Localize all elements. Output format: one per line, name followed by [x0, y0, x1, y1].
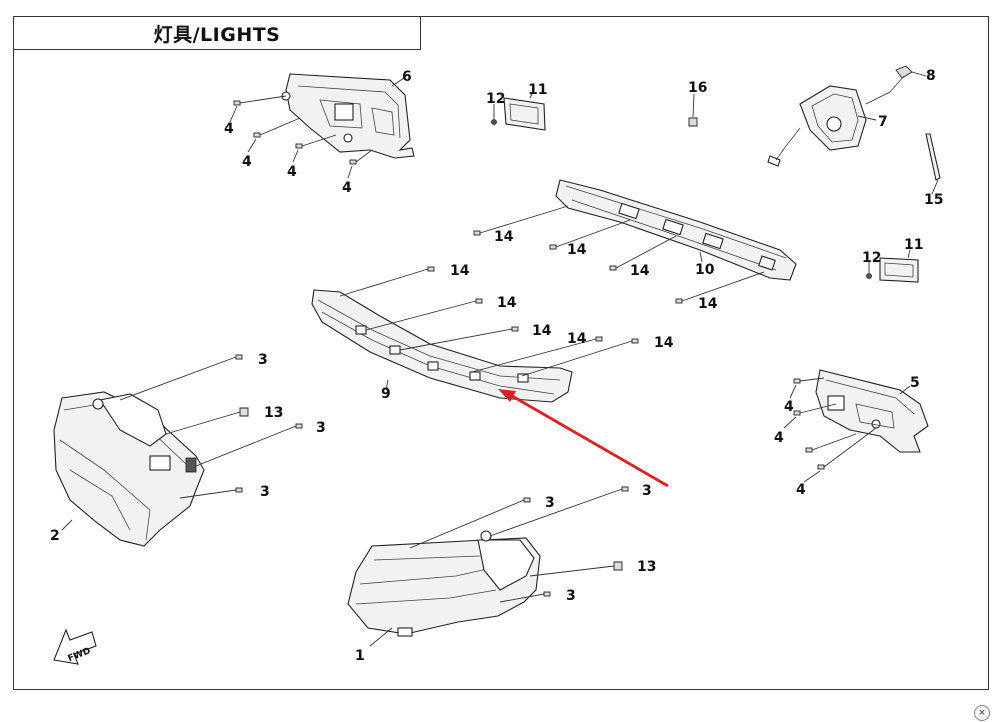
page-title: 灯具/LIGHTS	[153, 23, 281, 46]
callout-14h: 14	[567, 331, 587, 347]
part-10-fasteners	[473, 205, 765, 304]
callout-16: 16	[688, 80, 707, 96]
part-11-reflector-top	[491, 89, 546, 131]
callout-8: 8	[926, 68, 936, 84]
callout-14e: 14	[450, 263, 470, 279]
callout-14d: 14	[698, 296, 718, 312]
callout-3a: 3	[258, 352, 268, 368]
part-1-headlight-bottom	[347, 530, 541, 647]
callout-14g: 14	[532, 323, 552, 339]
callout-5: 5	[910, 375, 920, 391]
callout-12b: 12	[862, 250, 881, 266]
callout-1: 1	[355, 648, 365, 664]
part-15-strip	[925, 133, 941, 195]
callout-4g: 4	[796, 482, 806, 498]
part-10-light-bar	[555, 179, 797, 281]
callout-14f: 14	[497, 295, 517, 311]
callout-13b: 13	[637, 559, 656, 575]
fwd-arrow-icon: FWD	[53, 628, 97, 665]
callout-13a: 13	[264, 405, 283, 421]
callout-14a: 14	[494, 229, 514, 245]
part-9-fasteners	[339, 266, 639, 377]
part-6-mount-bracket	[281, 73, 415, 159]
callout-14b: 14	[567, 242, 587, 258]
callout-7: 7	[878, 114, 888, 130]
callout-14c: 14	[630, 263, 650, 279]
callout-4c: 4	[287, 164, 297, 180]
callout-10: 10	[695, 262, 715, 278]
part-8-screw	[865, 65, 927, 105]
drawing-frame	[13, 16, 989, 690]
callout-4f: 4	[774, 430, 784, 446]
part-9-drl-strip	[311, 289, 573, 403]
callout-15: 15	[924, 192, 943, 208]
part-16-clip	[688, 93, 698, 127]
red-pointer-arrow	[498, 389, 669, 488]
callout-11a: 11	[528, 82, 547, 98]
callout-4b: 4	[242, 154, 252, 170]
title-block: 灯具/LIGHTS	[13, 16, 421, 50]
part-1-fasteners	[409, 486, 629, 603]
part-5-fasteners	[783, 377, 877, 483]
callout-4a: 4	[224, 121, 234, 137]
part-7-rear-lamp	[767, 85, 877, 167]
callout-14i: 14	[654, 335, 674, 351]
callout-11b: 11	[904, 237, 923, 253]
part-2-headlight-left	[53, 391, 205, 547]
callout-9: 9	[381, 386, 391, 402]
callout-3c: 3	[260, 484, 270, 500]
part-6-fasteners	[229, 77, 405, 179]
callout-6: 6	[402, 69, 412, 85]
callout-12a: 12	[486, 91, 505, 107]
callout-labels: 1 2 3 3 3 3 3 3 4 4 4 4 4 4 4 5 6 7 8 9 …	[50, 68, 943, 664]
part-11-reflector-right	[866, 249, 919, 283]
callout-3f: 3	[566, 588, 576, 604]
callout-3d: 3	[545, 495, 555, 511]
part-5-mount-bracket	[815, 369, 929, 453]
part-2-fasteners	[119, 354, 303, 499]
callout-3e: 3	[642, 483, 652, 499]
callout-3b: 3	[316, 420, 326, 436]
callout-2: 2	[50, 528, 60, 544]
callout-4e: 4	[784, 399, 794, 415]
callout-4d: 4	[342, 180, 352, 196]
close-button[interactable]: ×	[974, 705, 990, 721]
